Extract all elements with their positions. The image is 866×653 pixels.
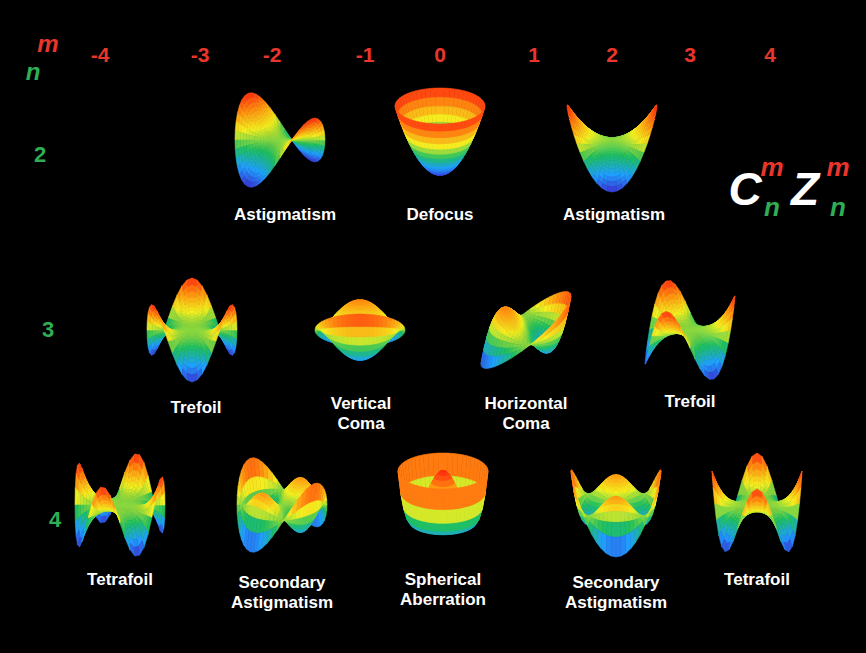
surface-facet <box>260 138 263 140</box>
surface-facet <box>445 124 450 131</box>
surface-facet <box>431 131 436 138</box>
surface-facet <box>436 114 440 122</box>
surface-facet <box>437 166 440 169</box>
surface-facet <box>440 159 443 163</box>
surface-facet <box>440 114 444 122</box>
surface-facet <box>440 131 445 138</box>
surface-facet <box>444 131 449 138</box>
surface-facet <box>440 124 445 131</box>
surface-facet <box>437 163 440 166</box>
surface-facet <box>435 131 440 138</box>
surface-facet <box>440 149 444 154</box>
surface-facet <box>308 140 311 142</box>
surface-facet <box>444 143 448 149</box>
surface-facet <box>440 144 444 150</box>
surface-facet <box>432 149 436 154</box>
surface-facet <box>440 166 443 169</box>
surface-facet <box>436 144 440 150</box>
zernike-surface <box>567 105 657 192</box>
surface-facet <box>440 154 443 159</box>
surface-facet <box>440 106 444 114</box>
surface-facet <box>444 137 449 143</box>
surface-facet <box>430 124 435 131</box>
surface-facet <box>437 159 440 163</box>
surface-facet <box>435 88 440 97</box>
surface-facet <box>255 136 258 140</box>
surface-facet <box>440 169 442 171</box>
surface-facet <box>258 137 261 140</box>
surface-facet <box>249 135 252 140</box>
surface-facet <box>440 138 444 144</box>
surface-facet <box>436 106 440 114</box>
surface-facet <box>437 154 440 159</box>
surface-facet <box>443 149 447 154</box>
surface-facet <box>235 140 238 150</box>
surface-facet <box>432 143 436 149</box>
surface-facet <box>440 88 445 97</box>
surface-facet <box>436 149 440 154</box>
surface-facet <box>440 163 443 166</box>
surface-facet <box>252 136 255 140</box>
surface-facet <box>435 124 440 131</box>
surface-facet <box>440 97 445 106</box>
surface-facet <box>435 97 440 106</box>
zernike-surface <box>395 88 485 175</box>
surface-facet <box>431 137 436 143</box>
surface-facet <box>436 138 440 144</box>
zernike-surface <box>235 93 325 187</box>
surface-facet <box>438 169 440 171</box>
